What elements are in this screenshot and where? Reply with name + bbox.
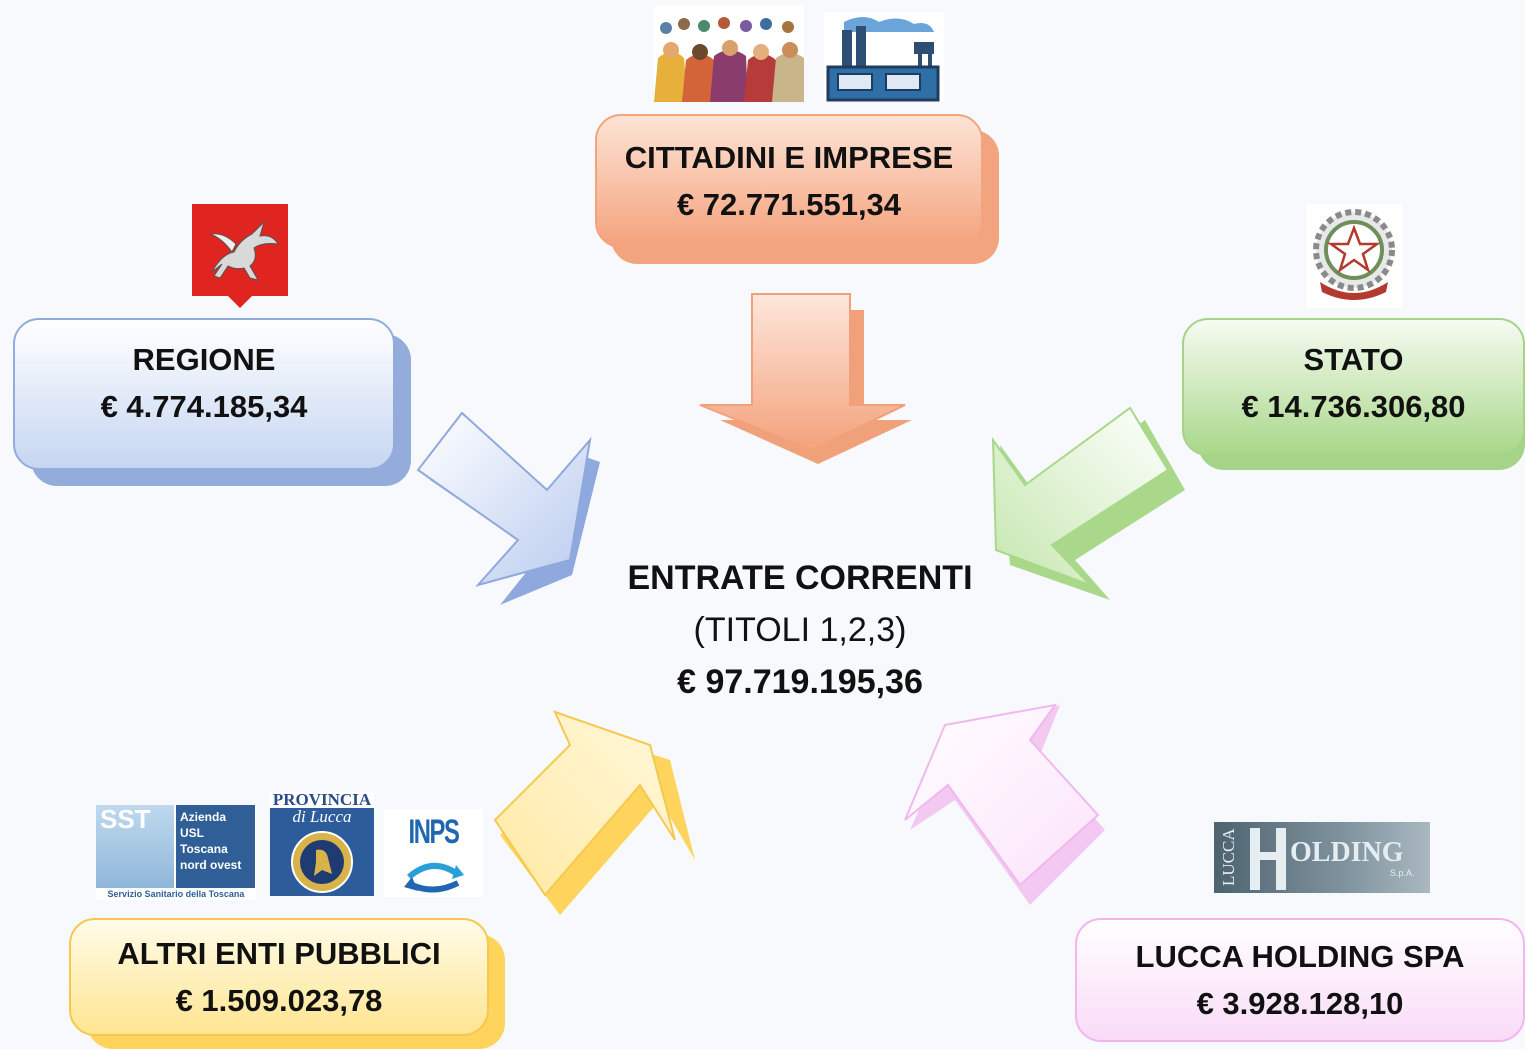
- regione-amount: € 4.774.185,34: [100, 389, 308, 424]
- altri-label: ALTRI ENTI PUBBLICI: [117, 936, 441, 971]
- regione-label: REGIONE: [132, 342, 276, 377]
- arrow-cittadini: [699, 293, 912, 464]
- arrow-lucca: [904, 703, 1105, 905]
- sst-line1: Azienda: [180, 810, 227, 824]
- regione-box: REGIONE € 4.774.185,34: [13, 318, 411, 488]
- sst-title: SST: [100, 804, 151, 834]
- cittadini-label: CITTADINI E IMPRESE: [624, 140, 954, 175]
- holding-sub: S.p.A.: [1390, 868, 1415, 878]
- cittadini-amount: € 72.771.551,34: [676, 187, 902, 222]
- center-title: ENTRATE CORRENTI: [627, 559, 973, 597]
- center-total: ENTRATE CORRENTI (TITOLI 1,2,3) € 97.719…: [620, 552, 980, 708]
- arrow-regione: [416, 411, 600, 605]
- stato-box: STATO € 14.736.306,80: [1182, 318, 1525, 472]
- inps-text: INPS: [408, 813, 460, 851]
- cittadini-box: CITTADINI E IMPRESE € 72.771.551,34: [595, 114, 999, 266]
- sst-footer: Servizio Sanitario della Toscana: [107, 889, 245, 899]
- sst-asl-logo: SST Azienda USL Toscana nord ovest Servi…: [96, 805, 256, 900]
- lucca-label: LUCCA HOLDING SPA: [1135, 939, 1465, 974]
- sst-line3: Toscana: [180, 842, 228, 856]
- provincia-lucca-logo: PROVINCIA di Lucca: [270, 790, 374, 896]
- sst-line2: USL: [180, 826, 204, 840]
- center-amount: € 97.719.195,36: [677, 663, 923, 701]
- provincia-line1: PROVINCIA: [272, 790, 372, 809]
- lucca-holding-logo: LUCCA OLDING S.p.A.: [1214, 822, 1430, 893]
- inps-arrows-icon: [404, 863, 464, 893]
- provincia-seal-icon: [291, 831, 353, 893]
- arrow-altri: [493, 710, 695, 915]
- stato-label: STATO: [1303, 342, 1404, 377]
- repubblica-emblem-icon: [1306, 204, 1402, 308]
- altri-box: ALTRI ENTI PUBBLICI € 1.509.023,78: [69, 918, 505, 1049]
- sst-line4: nord ovest: [180, 858, 242, 872]
- toscana-pegasus-icon: [192, 204, 288, 308]
- crowd-icon: [654, 6, 804, 102]
- lucca-box: LUCCA HOLDING SPA € 3.928.128,10: [1075, 918, 1525, 1049]
- inps-logo: INPS: [384, 809, 483, 897]
- center-subtitle: (TITOLI 1,2,3): [693, 611, 907, 649]
- arrow-stato: [991, 406, 1185, 600]
- altri-amount: € 1.509.023,78: [175, 983, 383, 1018]
- holding-text: OLDING: [1290, 837, 1404, 868]
- lucca-amount: € 3.928.128,10: [1196, 986, 1404, 1021]
- stato-amount: € 14.736.306,80: [1241, 389, 1466, 424]
- factory-icon: [824, 12, 944, 102]
- holding-side: LUCCA: [1219, 828, 1238, 887]
- provincia-line2: di Lucca: [292, 807, 352, 826]
